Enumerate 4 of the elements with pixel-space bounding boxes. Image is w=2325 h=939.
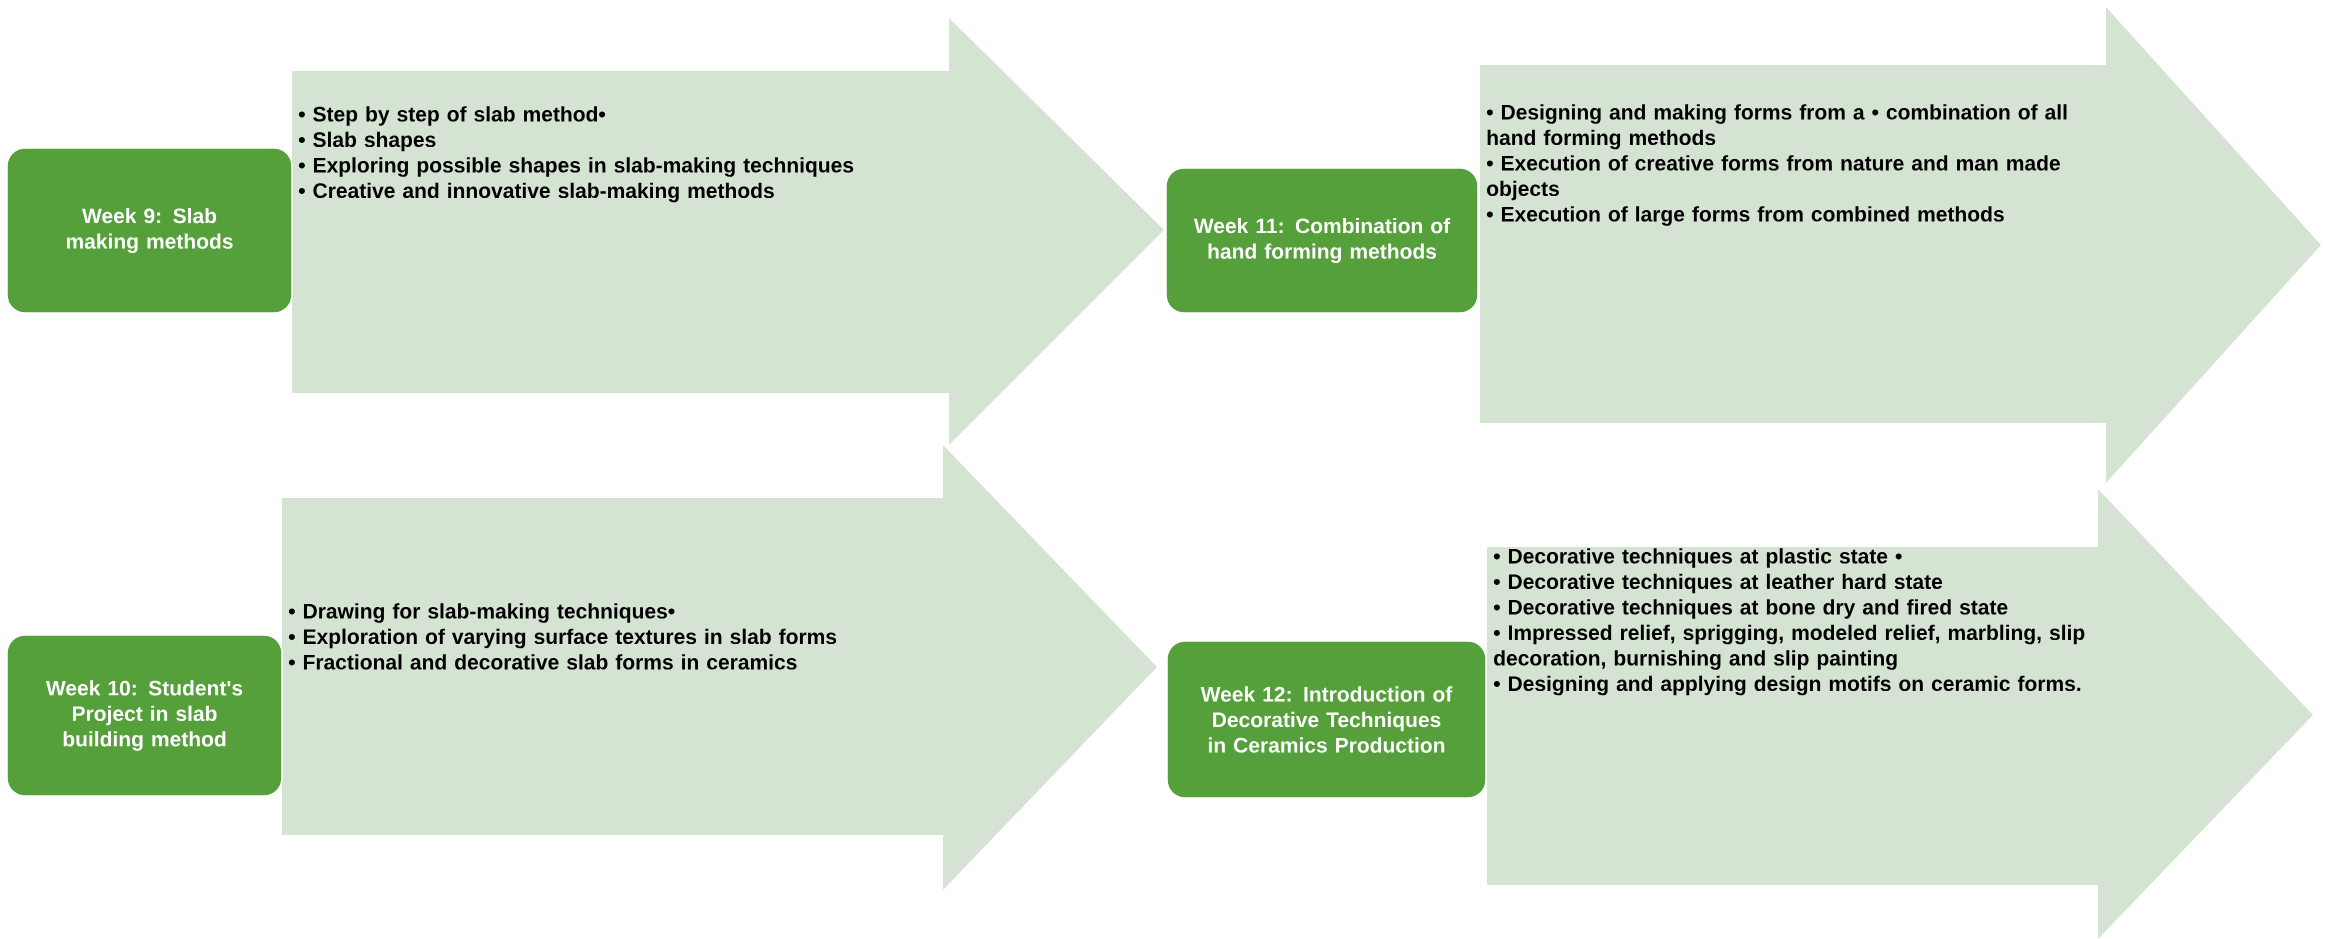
title-box: Week 9: Slab making methods [6, 147, 293, 314]
title-box: Week 11: Combination of hand forming methods [1165, 167, 1479, 314]
title-box: Week 10: Student's Project in slab building method [6, 634, 283, 797]
title-box: Week 12: Introduction of Decorative Techniques in Ceramics Production [1166, 640, 1487, 799]
